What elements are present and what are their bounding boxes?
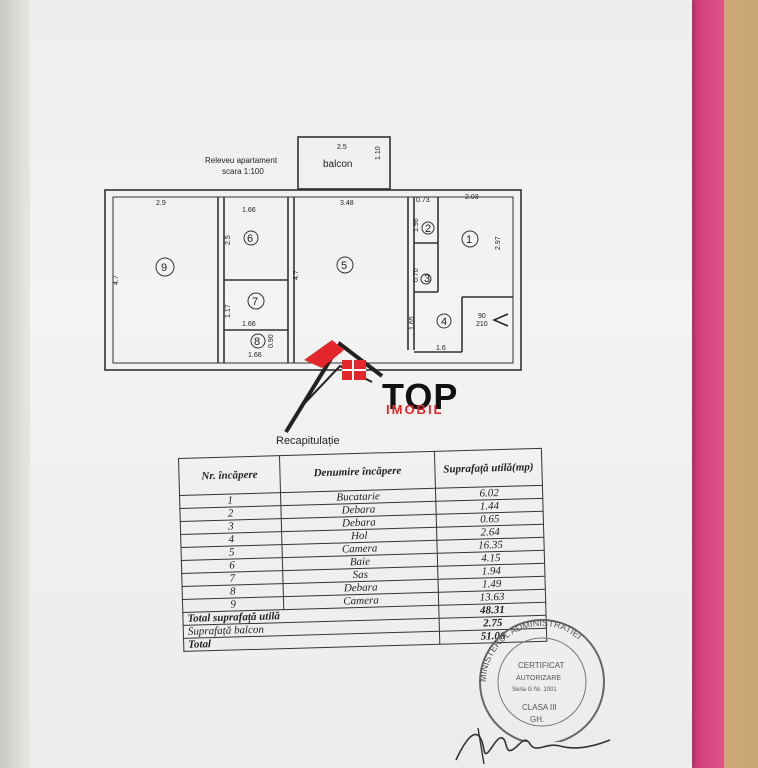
header-name: Denumire încăpere — [279, 451, 436, 493]
svg-text:0.90: 0.90 — [268, 334, 275, 348]
official-stamp: MINISTERUL ADMINISTRATIEI CERTIFICAT AUT… — [478, 618, 605, 742]
svg-text:2.97: 2.97 — [495, 236, 502, 250]
svg-text:1.17: 1.17 — [225, 304, 232, 318]
svg-text:4.7: 4.7 — [113, 275, 120, 285]
room-5-number: 5 — [341, 260, 347, 272]
entrance-arrow — [492, 313, 509, 327]
room-3-number: 3 — [424, 273, 430, 285]
svg-text:210: 210 — [476, 321, 488, 328]
svg-text:Seria G Nr. 1001: Seria G Nr. 1001 — [512, 687, 557, 693]
svg-text:3.48: 3.48 — [340, 200, 354, 207]
svg-text:1.96: 1.96 — [413, 218, 420, 232]
room-8-number: 8 — [254, 336, 260, 348]
svg-text:AUTORIZARE: AUTORIZARE — [516, 675, 561, 682]
outer-wall — [104, 189, 522, 371]
svg-text:2.03: 2.03 — [465, 194, 479, 201]
svg-text:0.70: 0.70 — [413, 268, 420, 282]
room-7-number: 7 — [252, 296, 258, 308]
svg-text:2.9: 2.9 — [156, 200, 166, 207]
room-1-number: 1 — [466, 234, 472, 246]
header-nr: Nr. încăpere — [178, 455, 281, 496]
room-9-number: 9 — [161, 262, 167, 274]
svg-text:GH.: GH. — [530, 715, 544, 724]
logo-top-text: TOP — [382, 376, 459, 417]
balcony-label: balcon — [323, 159, 352, 170]
svg-text:MINISTERUL ADMINISTRATIEI: MINISTERUL ADMINISTRATIEI — [478, 618, 584, 682]
svg-text:2.5: 2.5 — [337, 144, 347, 151]
svg-text:2.5: 2.5 — [225, 235, 232, 245]
floor-plan: Releveu apartament scara 1:100 balcon 2.… — [104, 136, 522, 371]
svg-text:CERTIFICAT: CERTIFICAT — [518, 661, 564, 670]
document-page — [22, 0, 692, 768]
top-imobil-logo: TOP IMOBIL — [282, 336, 492, 436]
plan-scale: scara 1:100 — [222, 167, 264, 176]
room-4-number: 4 — [441, 316, 447, 328]
header-area: Suprafață utilă(mp) — [434, 448, 543, 489]
svg-text:90: 90 — [478, 313, 486, 320]
room-2-number: 2 — [425, 223, 431, 235]
svg-text:1.66: 1.66 — [242, 207, 256, 214]
svg-text:CLASA III: CLASA III — [522, 703, 557, 712]
recap-title: Recapitulație — [276, 435, 340, 447]
room-6-number: 6 — [247, 233, 253, 245]
logo-imobil-text: IMOBIL — [386, 402, 444, 417]
svg-text:1.66: 1.66 — [242, 321, 256, 328]
plan-title: Releveu apartament — [205, 156, 278, 165]
logo-roof-icon — [284, 340, 384, 434]
svg-text:4.7: 4.7 — [293, 270, 300, 280]
handwritten-signature — [455, 727, 611, 765]
svg-text:1.66: 1.66 — [248, 352, 262, 359]
svg-text:1.6: 1.6 — [436, 345, 446, 352]
balcony-outline — [297, 136, 391, 190]
svg-text:0.73: 0.73 — [416, 197, 430, 204]
svg-text:1.10: 1.10 — [375, 146, 382, 160]
page-edge-under — [0, 0, 30, 768]
svg-text:1.65: 1.65 — [409, 316, 416, 330]
